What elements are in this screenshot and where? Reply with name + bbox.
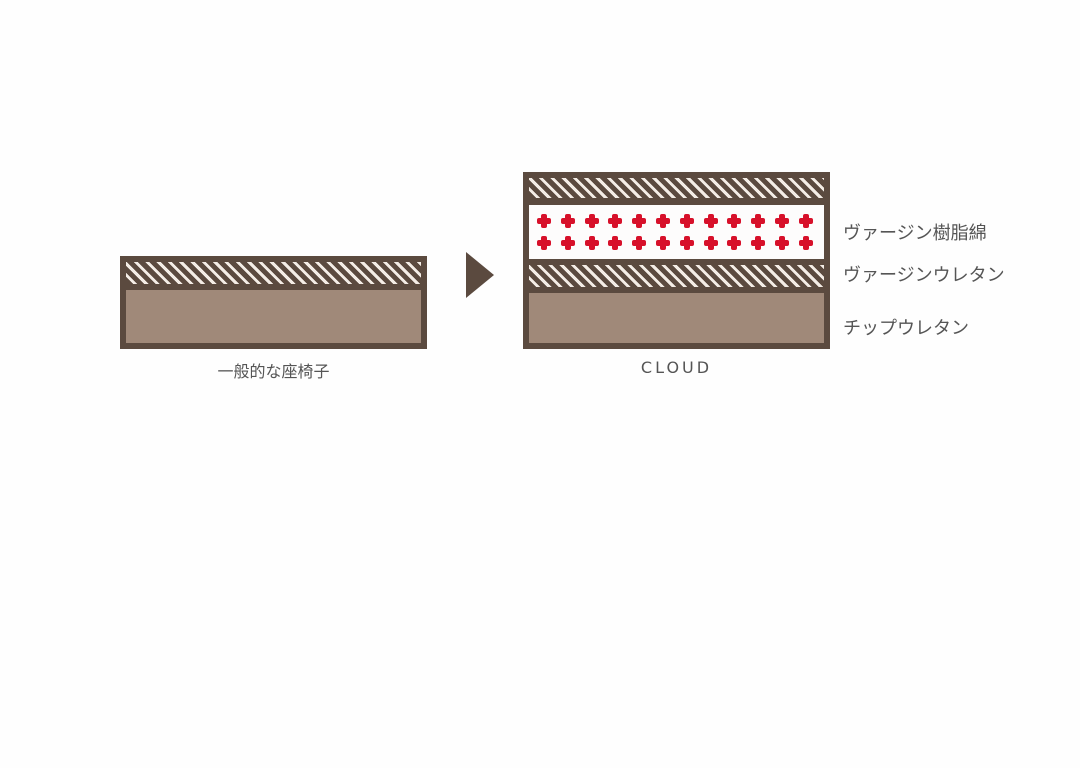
cross-icon	[703, 236, 718, 250]
chip-urethane-layer	[529, 293, 824, 343]
legend-virgin-resin-cotton: ヴァージン樹脂綿	[843, 223, 987, 244]
cross-icon	[751, 214, 766, 228]
cross-icon	[560, 214, 575, 228]
cross-icon	[679, 214, 694, 228]
chip-urethane-layer	[126, 290, 421, 343]
cross-icon	[727, 236, 742, 250]
cloud-cushion	[523, 172, 830, 349]
legend-chip-urethane: チップウレタン	[843, 318, 969, 339]
cross-icon	[751, 236, 766, 250]
cross-icon	[656, 236, 670, 250]
legend-virgin-urethane: ヴァージンウレタン	[843, 265, 1005, 286]
virgin-urethane-layer	[529, 265, 824, 287]
cross-icon	[775, 236, 789, 250]
cross-icon	[608, 214, 623, 228]
virgin-resin-cotton-layer	[529, 205, 824, 259]
cross-icon	[679, 236, 694, 250]
cross-icon	[727, 214, 742, 228]
cross-icon	[632, 214, 647, 228]
standard-chair-cushion	[120, 256, 427, 349]
top-hatched-layer	[529, 178, 824, 198]
top-urethane-layer	[126, 262, 421, 284]
cloud-caption: CLOUD	[640, 358, 713, 377]
cross-icon	[656, 214, 670, 228]
cross-icon	[798, 214, 813, 228]
cross-icon	[798, 236, 813, 250]
cross-icon	[537, 214, 551, 228]
cross-icon	[584, 236, 599, 250]
cross-icon	[775, 214, 789, 228]
cross-icon	[560, 236, 575, 250]
arrow-right-icon	[466, 252, 494, 298]
cross-icon	[584, 214, 599, 228]
cross-icon	[703, 214, 718, 228]
cross-icon	[632, 236, 647, 250]
cross-icon	[608, 236, 623, 250]
cross-icon	[537, 236, 551, 250]
standard-chair-caption: 一般的な座椅子	[217, 362, 330, 381]
